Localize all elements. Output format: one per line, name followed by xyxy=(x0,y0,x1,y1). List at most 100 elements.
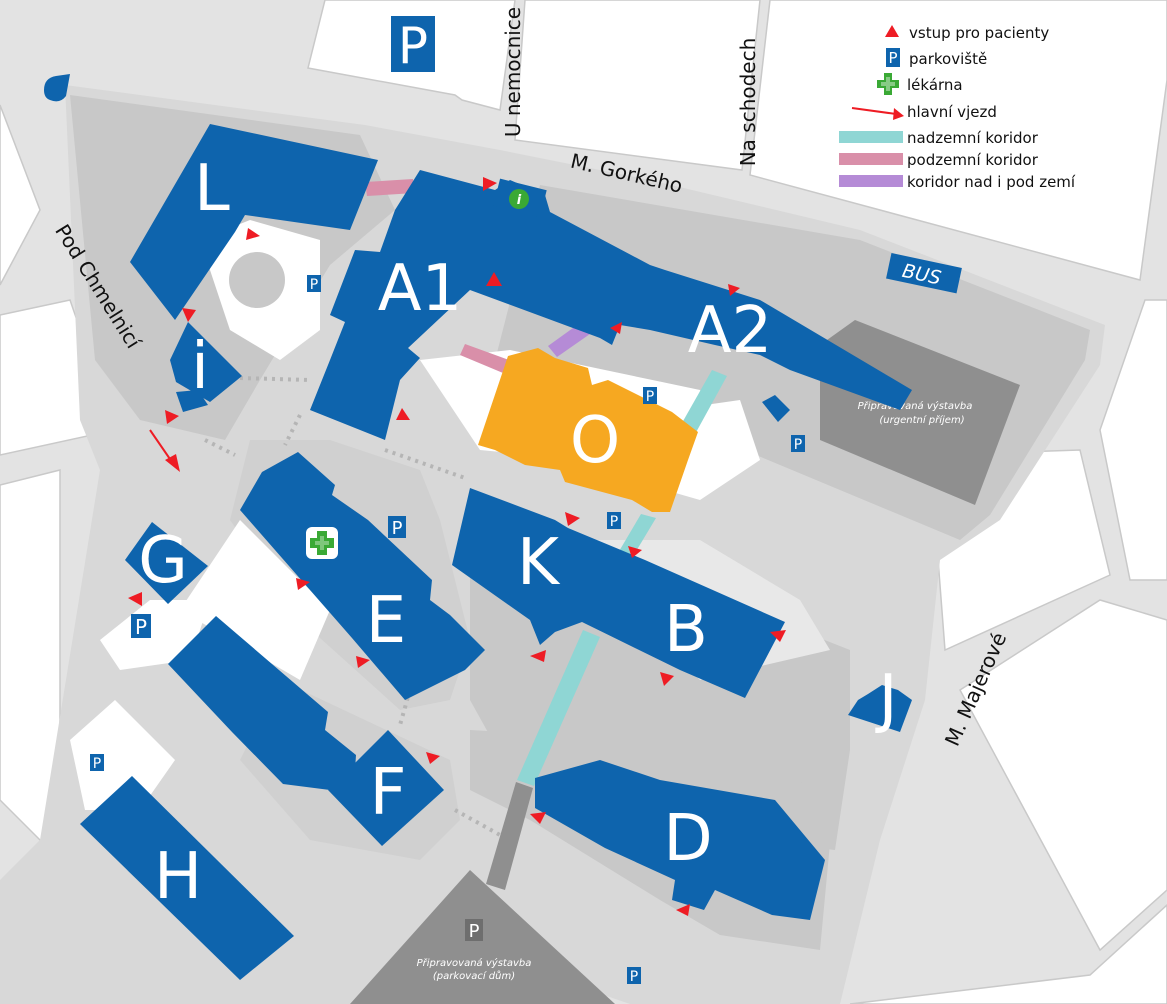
parking-letter: P xyxy=(610,514,618,530)
roundabout-island xyxy=(229,252,285,308)
entrance-marker[interactable] xyxy=(728,284,740,296)
building-i[interactable] xyxy=(170,322,242,402)
building-a2-annex xyxy=(762,395,790,422)
building-d[interactable] xyxy=(535,760,825,920)
entrance-marker[interactable] xyxy=(530,650,546,662)
block-east-3 xyxy=(959,599,1167,952)
planned-urgent-text1: Připravovaná výstavba xyxy=(858,400,973,412)
building-label-j: J xyxy=(875,662,898,736)
building-e[interactable] xyxy=(240,452,485,700)
entrance-marker[interactable] xyxy=(628,546,642,558)
legend: vstup pro pacienty P parkoviště lékárna … xyxy=(839,24,1076,191)
parking-icon[interactable]: P xyxy=(131,614,151,639)
corridor-above-a2-o xyxy=(678,370,727,436)
parking-letter: P xyxy=(392,518,403,539)
building-l[interactable] xyxy=(130,124,378,320)
building-j[interactable] xyxy=(848,685,912,732)
building-label-f: F xyxy=(370,756,407,830)
main-entry-arrow[interactable] xyxy=(149,429,180,472)
bus-stop[interactable]: BUS xyxy=(886,253,962,294)
planned-garage-text2: (parkovací dům) xyxy=(433,970,515,982)
street-u-nemocnice: U nemocnice xyxy=(501,7,525,137)
building-labels: L A1 A2 i O G E K B F H D J xyxy=(138,152,897,914)
corridor-planned-d xyxy=(486,782,533,890)
footpath-4 xyxy=(384,448,466,480)
parking-markers: P P P P P P P P xyxy=(90,16,805,985)
pharmacy-icon[interactable] xyxy=(306,527,338,559)
building-label-g: G xyxy=(138,524,188,598)
parking-icon[interactable]: P xyxy=(465,919,483,942)
footpath-5 xyxy=(398,689,412,726)
legend-parking-letter: P xyxy=(888,49,897,67)
entrance-marker[interactable] xyxy=(396,408,410,420)
entrance-marker[interactable] xyxy=(530,812,546,824)
entrance-marker[interactable] xyxy=(128,592,142,606)
parking-icon[interactable]: P xyxy=(391,16,435,75)
footpaths xyxy=(204,376,501,837)
parking-icon[interactable]: P xyxy=(388,516,406,539)
parking-letter: P xyxy=(93,756,101,772)
legend-main-entry-icon xyxy=(851,107,904,120)
info-icon[interactable]: i xyxy=(493,178,547,218)
block-north-east xyxy=(749,0,1167,281)
street-na-schodech: Na schodech xyxy=(736,38,760,167)
parking-letter: P xyxy=(135,615,147,639)
entrance-marker[interactable] xyxy=(356,656,370,668)
block-east-1 xyxy=(1099,299,1167,581)
footpath-3 xyxy=(283,414,302,446)
legend-pharmacy-icon xyxy=(877,73,899,95)
building-h[interactable] xyxy=(80,776,294,980)
building-k-b[interactable] xyxy=(452,488,785,698)
entrance-marker[interactable] xyxy=(426,752,440,764)
parking-letter: P xyxy=(310,277,318,293)
parking-icon[interactable]: P xyxy=(307,275,321,293)
entrance-marker[interactable] xyxy=(486,272,502,286)
parking-letter: P xyxy=(646,389,654,405)
legend-pharmacy-label: lékárna xyxy=(907,76,963,94)
building-a1-a2[interactable] xyxy=(310,170,912,440)
campus-parking-southwest xyxy=(70,700,175,810)
parking-icon[interactable]: P xyxy=(627,967,641,985)
entrance-marker[interactable] xyxy=(676,904,690,916)
building-label-a2: A2 xyxy=(688,294,773,368)
parking-letter: P xyxy=(794,437,802,453)
block-south-east xyxy=(849,903,1167,1004)
building-label-e: E xyxy=(366,584,406,658)
corridor-above-b-d xyxy=(517,630,600,786)
building-o[interactable] xyxy=(478,348,698,512)
parking-icon[interactable]: P xyxy=(643,387,657,405)
building-label-l: L xyxy=(194,152,230,226)
entrance-marker[interactable] xyxy=(182,308,196,322)
parking-icon[interactable]: P xyxy=(791,435,805,453)
entrance-marker[interactable] xyxy=(660,672,674,686)
entrance-marker[interactable] xyxy=(610,322,622,334)
footpath-1 xyxy=(239,376,311,382)
footpath-6 xyxy=(454,808,501,837)
entrance-marker[interactable] xyxy=(165,410,179,424)
legend-corridor-above-label: nadzemní koridor xyxy=(907,129,1039,147)
parking-icon[interactable]: P xyxy=(90,754,104,772)
building-i-annex xyxy=(176,390,208,412)
building-g[interactable] xyxy=(125,522,208,604)
entrance-marker[interactable] xyxy=(483,177,497,191)
info-badge-letter: i xyxy=(517,193,522,208)
building-label-k: K xyxy=(517,526,561,600)
legend-corridor-below-swatch xyxy=(839,153,903,165)
block-north-middle xyxy=(514,0,761,171)
building-f-west[interactable] xyxy=(168,616,356,790)
parking-letter: P xyxy=(398,17,428,75)
legend-corridor-both-label: koridor nad i pod zemí xyxy=(907,173,1076,191)
building-f[interactable] xyxy=(328,730,444,846)
parking-letter: P xyxy=(630,969,638,985)
block-west-1 xyxy=(0,104,41,286)
entrance-marker[interactable] xyxy=(246,228,260,240)
legend-main-entry-label: hlavní vjezd xyxy=(907,103,997,121)
entrance-marker[interactable] xyxy=(296,578,310,590)
parking-icon[interactable]: P xyxy=(607,512,621,530)
entrance-marker[interactable] xyxy=(770,630,786,642)
entrance-marker[interactable] xyxy=(565,512,580,526)
building-label-i: i xyxy=(191,330,209,404)
footpath-2 xyxy=(204,438,236,457)
